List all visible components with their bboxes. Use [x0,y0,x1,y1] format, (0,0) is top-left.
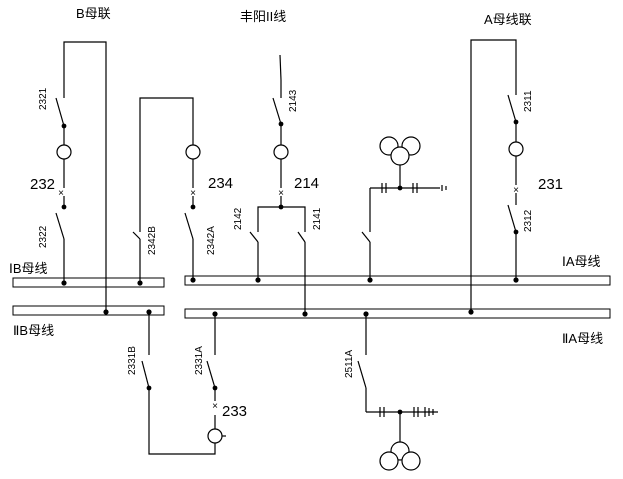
title-fengyang-line: 丰阳II线 [240,9,286,24]
bay-b-tie: × 2321 2322 232 [30,41,109,315]
svg-text:×: × [513,185,519,196]
bus-2a [184,308,611,319]
ct-232 [56,144,72,160]
bus-2b [12,305,165,316]
bus-2a-label: ⅡA母线 [562,331,603,346]
ct-233 [207,428,223,444]
ct-234 [185,144,201,160]
bus-2b-label: ⅡB母线 [13,323,54,338]
switch-pt-upper[interactable] [361,231,371,243]
bus-1a-label: ⅠA母线 [562,254,601,269]
label-233: 233 [222,403,247,420]
switch-2311[interactable] [507,94,517,123]
label-214: 214 [294,175,319,192]
svg-text:×: × [58,188,64,199]
label-232: 232 [30,176,55,193]
svg-text:×: × [278,188,284,199]
pt-upper [361,136,447,283]
label-2511A: 2511A [344,349,355,378]
label-234: 234 [208,175,233,192]
switch-2331A[interactable] [206,360,216,389]
bay-233: × 2331B 2331A 233 [127,309,247,455]
label-2322: 2322 [38,225,49,248]
label-2321: 2321 [38,87,49,110]
bus-1b-label: ⅠB母线 [9,261,48,276]
bay-234: × 2342B 2342A 234 [132,97,233,286]
bus-1b [12,277,165,288]
pt-lower: 2511A [344,311,438,471]
bay-214: × 2143 2142 2141 214 [233,54,323,317]
label-2331A: 2331A [194,346,205,375]
label-2312: 2312 [523,209,534,232]
switch-2141[interactable] [297,231,306,243]
label-231: 231 [538,176,563,193]
label-2342A: 2342A [206,226,217,255]
label-2142: 2142 [233,207,244,230]
title-a-tie: A母线联 [484,12,532,27]
switch-2322[interactable] [55,212,65,240]
switch-2321[interactable] [55,97,65,127]
svg-text:×: × [212,401,218,412]
switch-2511A[interactable] [357,360,367,389]
switch-2312[interactable] [507,204,517,233]
label-2141: 2141 [312,207,323,230]
switch-2342A[interactable] [184,212,194,240]
label-2311: 2311 [523,90,534,112]
switch-2342B[interactable] [132,231,141,240]
switch-2331B[interactable] [141,360,150,389]
label-2342B: 2342B [147,226,158,255]
ct-214 [273,144,289,160]
bus-1a [184,275,611,286]
title-b-tie: B母联 [76,6,111,21]
label-2331B: 2331B [127,346,138,375]
bay-a-tie: × 2311 2312 231 [468,39,563,315]
label-2143: 2143 [288,89,299,112]
svg-text:×: × [190,188,196,199]
ct-231 [508,141,524,157]
switch-2143[interactable] [272,97,282,125]
switch-2142[interactable] [249,231,259,243]
